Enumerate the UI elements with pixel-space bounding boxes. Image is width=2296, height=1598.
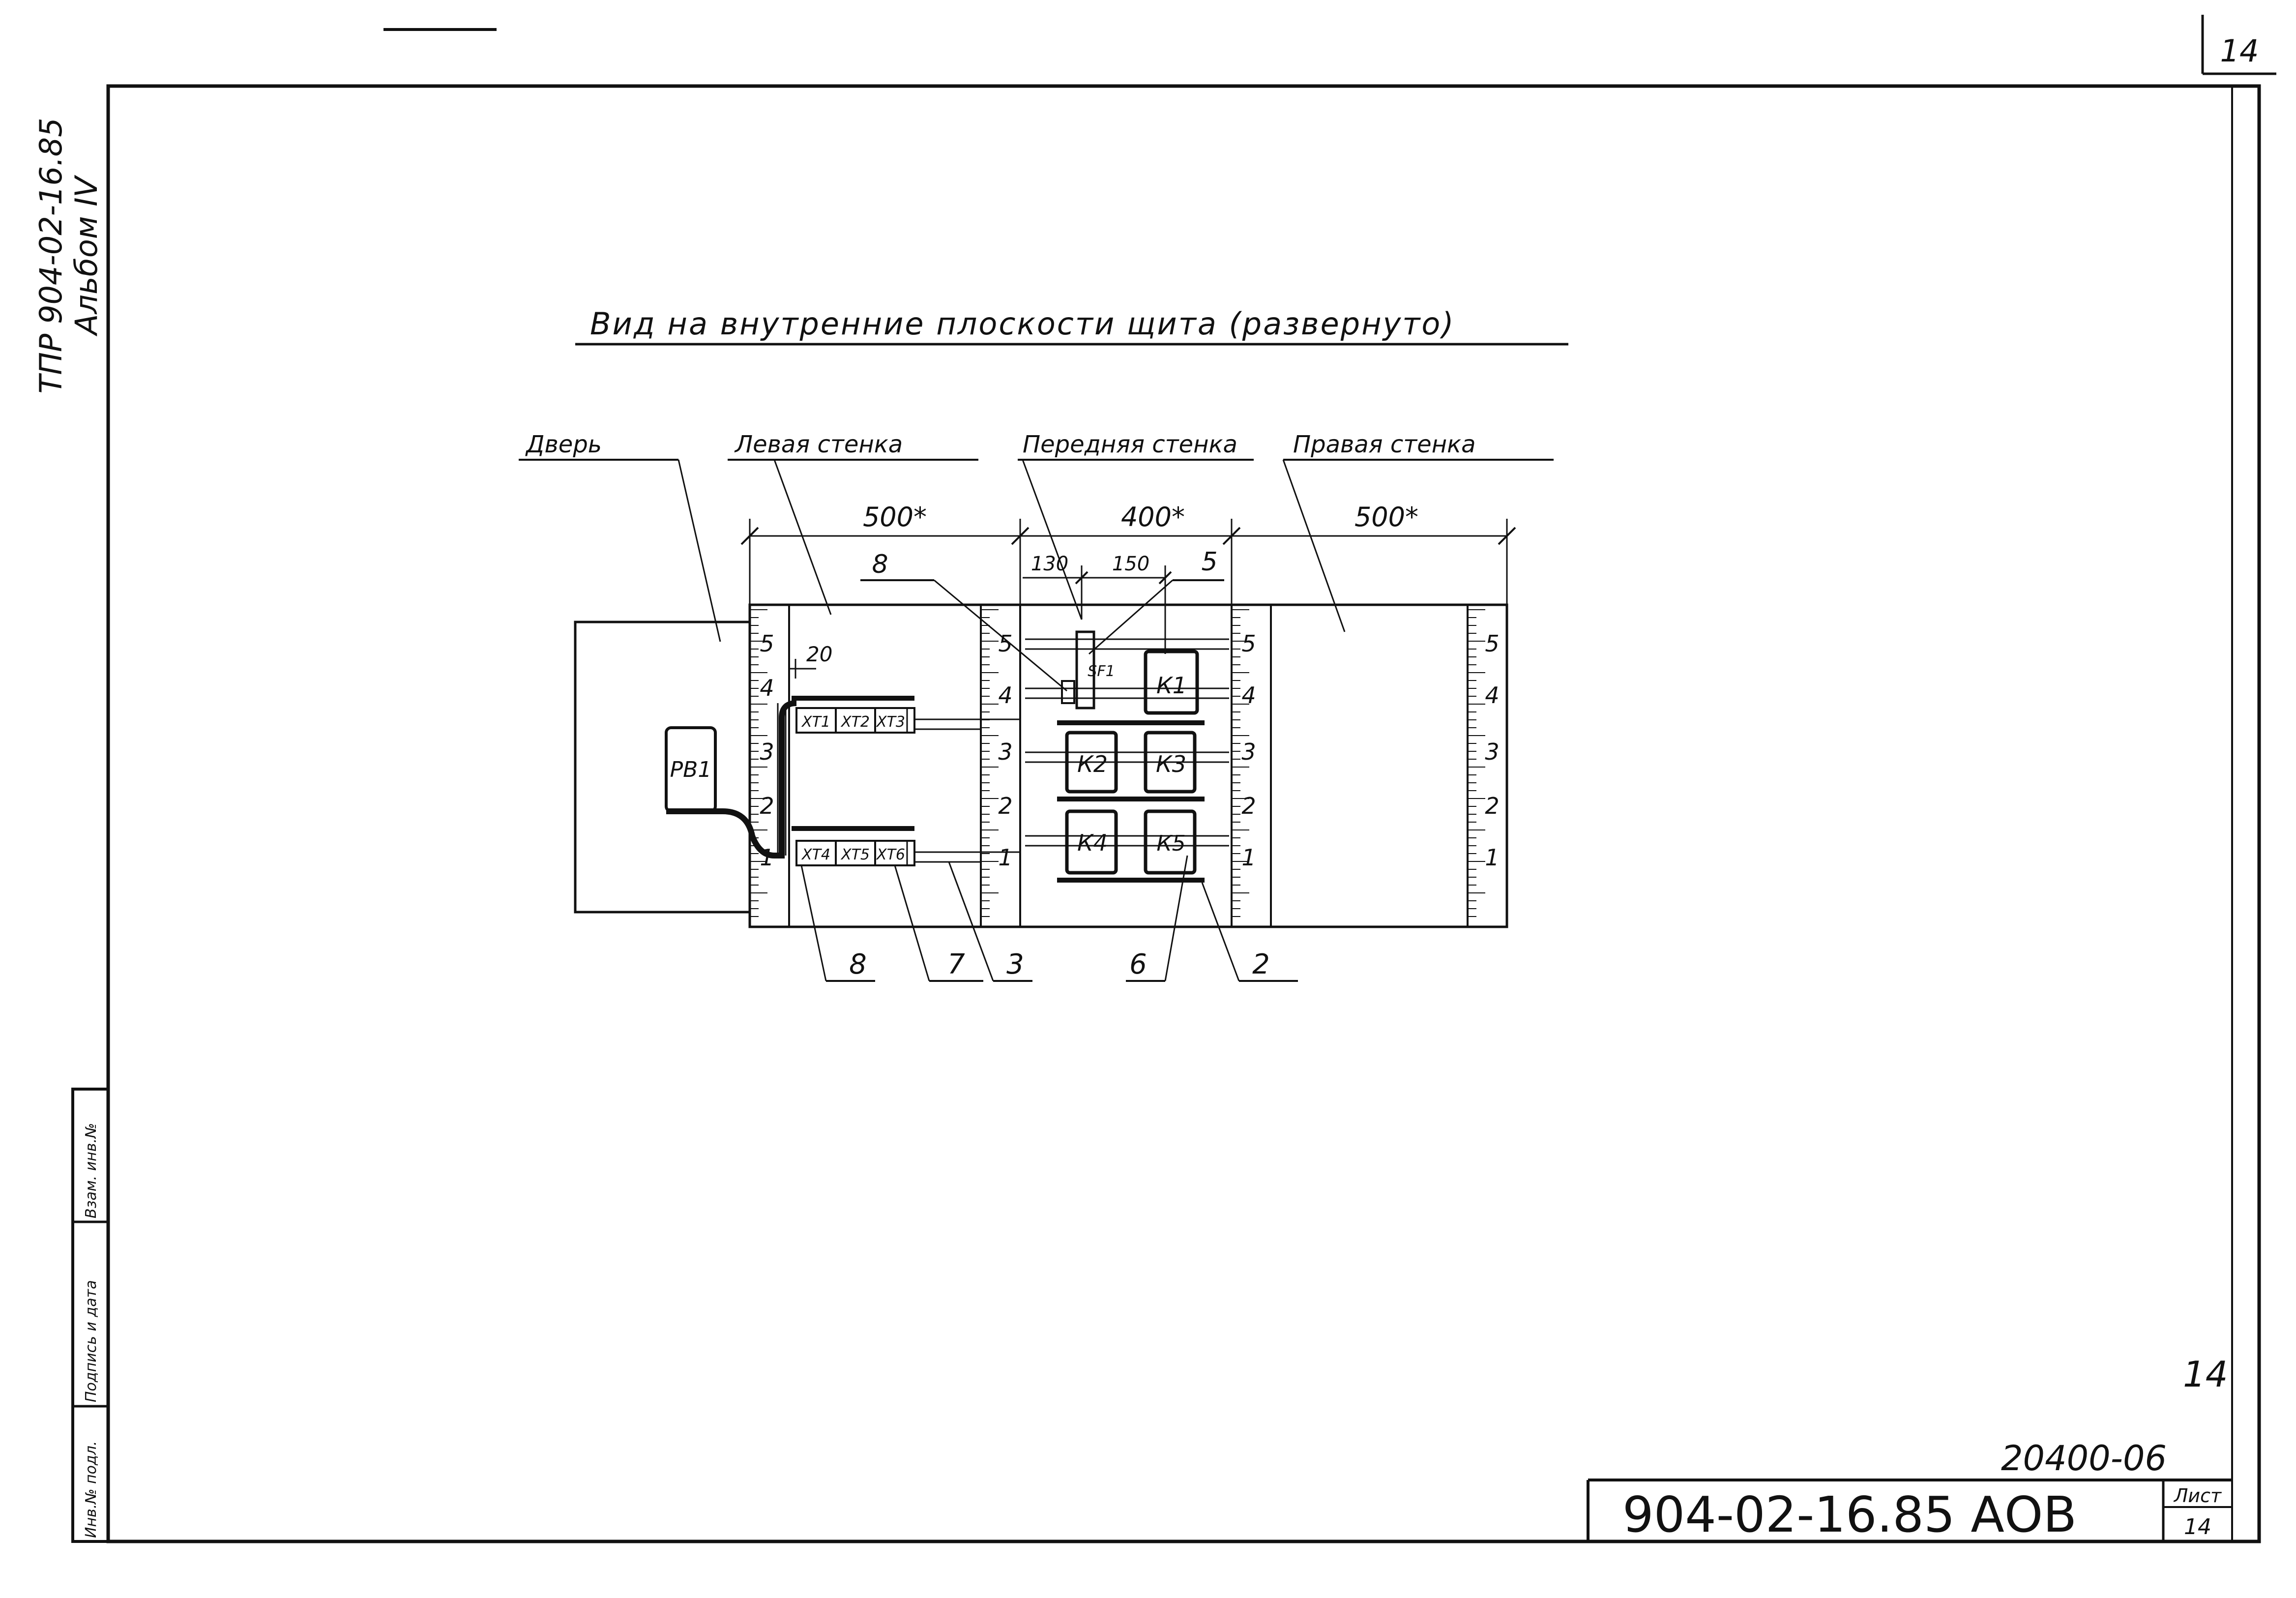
designation: 904-02-16.85 АОВ <box>1622 1486 2077 1543</box>
terminal-xt5: ХТ5 <box>840 846 870 863</box>
order-number: 20400-06 <box>2001 1438 2167 1479</box>
rail-number: 1 <box>998 844 1012 871</box>
stamp-strip: Инв.№ подл. Подпись и дата Взам. инв.№ <box>71 1088 110 1543</box>
dim-right: 500* <box>1354 502 1418 533</box>
drawing-title: Вид на внутренние плоскости щита (развер… <box>590 306 1455 342</box>
dim-20: 20 <box>806 642 832 666</box>
callout-2: 2 <box>1252 948 1270 980</box>
dim-20-lines <box>789 659 816 679</box>
stamp-cell-inv-podl: Инв.№ подл. <box>83 1441 100 1538</box>
handwritten-number: 14 <box>2183 1354 2228 1395</box>
contactor-k3-label: К3 <box>1156 751 1186 777</box>
terminal-block-bottom <box>795 840 915 866</box>
side-code-number: ТПР 904-02-16.85 <box>33 118 69 393</box>
terminal-xt3: ХТ3 <box>876 713 905 731</box>
rail-number: 5 <box>1241 630 1256 657</box>
left-wall-rails <box>792 696 981 863</box>
title-block <box>1587 1479 2232 1541</box>
callout-3: 3 <box>1006 948 1024 980</box>
contactor-k2 <box>1065 731 1118 794</box>
terminal-xt1: ХТ1 <box>801 713 830 731</box>
callout-6: 6 <box>1129 948 1147 980</box>
contactor-k4-label: К4 <box>1077 829 1108 856</box>
label-right-wall: Правая стенка <box>1293 431 1475 458</box>
device-rb1-label: РВ1 <box>670 757 712 782</box>
contactor-k5-label: К5 <box>1156 831 1185 856</box>
label-leaders <box>677 459 1346 642</box>
corner-sheet-number: 14 <box>2220 33 2259 69</box>
small-device-8 <box>1061 680 1075 704</box>
left-wall <box>788 605 1021 927</box>
rail-number: 4 <box>998 682 1012 709</box>
contactor-k4 <box>1065 809 1118 875</box>
door-panel <box>574 621 751 914</box>
callout-7: 7 <box>947 948 965 980</box>
rail-number: 2 <box>998 793 1012 819</box>
small-dimensions <box>1023 565 1172 654</box>
terminal-xt2: ХТ2 <box>840 713 870 731</box>
sheet-frame <box>106 15 2276 1543</box>
rail-number: 3 <box>1241 739 1256 765</box>
rail-number: 1 <box>1485 844 1499 871</box>
callout-8-top: 8 <box>872 550 888 579</box>
cable-bundle <box>666 700 797 858</box>
label-door: Дверь <box>525 431 602 458</box>
contactor-k2-label: К2 <box>1077 751 1108 777</box>
rail-numbers-strip-d: 5 4 3 2 1 <box>1485 630 1499 871</box>
rail-numbers-strip-a: 5 4 3 2 1 <box>760 630 774 871</box>
rail-number: 2 <box>1241 793 1256 819</box>
stamp-cell-vzam: Взам. инв.№ <box>83 1123 100 1218</box>
rail-number: 3 <box>1485 739 1499 765</box>
rail-number: 3 <box>760 739 774 765</box>
dimension-lines <box>740 519 1516 605</box>
rail-numbers-strip-c: 5 4 3 2 1 <box>1241 630 1256 871</box>
rail-numbers-strip-b: 5 4 3 2 1 <box>998 630 1012 871</box>
rail-number: 5 <box>1485 630 1499 657</box>
rail-number: 2 <box>1485 793 1499 819</box>
rail-number: 4 <box>760 675 774 701</box>
label-left-wall: Левая стенка <box>734 431 903 458</box>
stamp-cell-signature: Подпись и дата <box>83 1280 100 1403</box>
rail-number: 5 <box>760 630 774 657</box>
dim-front: 400* <box>1121 502 1185 533</box>
label-front-wall: Передняя стенка <box>1023 431 1237 458</box>
dim-130: 130 <box>1031 553 1068 575</box>
rail-tick-strips <box>750 609 1485 917</box>
front-wall <box>1231 605 1272 927</box>
rail-number: 4 <box>1485 682 1499 709</box>
rail-number: 2 <box>760 793 774 819</box>
side-code-album: Альбом IV <box>68 174 104 337</box>
rail-number: 1 <box>1241 844 1256 871</box>
callout-8-bottom: 8 <box>849 948 867 980</box>
terminal-block-top <box>795 707 915 734</box>
terminal-xt6: ХТ6 <box>876 846 905 863</box>
contactor-k3 <box>1144 731 1197 794</box>
rail-number: 4 <box>1241 682 1256 709</box>
side-code: ТПР 904-02-16.85 Альбом IV <box>33 118 104 393</box>
device-sf1-box <box>1075 630 1095 710</box>
callout-5: 5 <box>1201 547 1217 577</box>
terminal-xt4: ХТ4 <box>801 846 830 863</box>
contactor-k1-label: К1 <box>1156 672 1187 699</box>
contactor-k1 <box>1144 650 1199 715</box>
sheet-label: Лист <box>2173 1485 2222 1507</box>
dim-150: 150 <box>1112 553 1149 575</box>
dim-left: 500* <box>863 502 927 533</box>
sheet-number: 14 <box>2184 1514 2211 1539</box>
device-sf1-label: SF1 <box>1088 663 1115 680</box>
callout-leaders <box>800 579 1298 982</box>
contactor-k5 <box>1144 809 1197 875</box>
cabinet-body <box>748 603 1508 928</box>
rail-number: 3 <box>998 739 1012 765</box>
